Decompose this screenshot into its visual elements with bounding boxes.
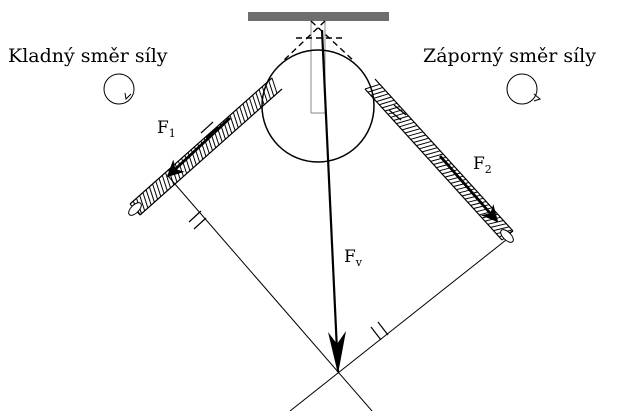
rope-hatch-line <box>255 92 262 108</box>
force-f2-arrow <box>438 155 499 223</box>
rope-hatch-line <box>424 150 441 156</box>
rope-hatch-line <box>433 159 449 165</box>
positive-direction-label: Kladný směr síly <box>8 45 168 67</box>
rope-hatch-line <box>261 86 268 103</box>
rope-hatch-line <box>148 186 155 203</box>
rope-hatch-line <box>142 192 149 209</box>
rope-hatch-line <box>268 80 275 97</box>
pulley-wheel <box>261 49 375 163</box>
rope-hatch-line <box>493 226 510 232</box>
rope-hatch-line <box>239 106 246 123</box>
rope-hatch-line <box>487 220 504 225</box>
rope-hatch-line <box>396 118 412 125</box>
rope-hatch-line <box>404 128 421 134</box>
rope-hatch-line <box>419 144 435 150</box>
rope-hatch-line <box>456 185 472 191</box>
construction-dashed-lines <box>281 20 356 63</box>
parallelogram-lines <box>167 175 507 411</box>
force-fv-label: Fv <box>344 247 363 269</box>
rope-hatch-line <box>236 109 242 126</box>
rope-hatch-line <box>416 140 432 147</box>
force-f2-symbol: F <box>473 154 485 174</box>
rope-hatch-line <box>158 178 165 194</box>
rope-hatch-line <box>165 172 171 189</box>
rope-hatch-line <box>373 93 389 99</box>
rope-hatch-line <box>229 115 236 131</box>
force-fv-arrowhead <box>328 331 346 374</box>
rope-hatch-line <box>139 195 146 211</box>
rope-hatch-line <box>439 166 455 172</box>
rope-hatch-line <box>265 83 272 100</box>
rope-hatch-line <box>245 100 252 117</box>
rope-hatch-line <box>461 191 478 197</box>
rope-hatch-line <box>393 115 409 121</box>
ceiling-bar <box>248 12 389 21</box>
rope-hatch-line <box>407 131 424 137</box>
parallel-tick-marks <box>188 104 407 341</box>
rope-hatch-line <box>381 102 398 109</box>
rope-hatch-line <box>467 197 484 203</box>
rope-hatch-line <box>436 163 452 169</box>
rope-hatch-line <box>145 189 152 206</box>
rope-hatch-line <box>421 147 438 153</box>
rope-hatch-line <box>427 153 444 159</box>
rope-hatch-line <box>252 95 259 111</box>
force-fv-arrow <box>320 29 340 373</box>
rope-hatch-line <box>490 223 507 228</box>
rope-hatch-line <box>152 183 159 200</box>
force-f1-arrow <box>166 116 231 178</box>
force-f1-label: F1 <box>157 118 176 140</box>
force-f2-subscript: 2 <box>485 163 492 176</box>
rope-hatch-line <box>444 172 461 178</box>
left-rope <box>128 77 283 216</box>
rope-hatch-line <box>271 77 278 94</box>
force-fv-subscript: v <box>355 256 363 269</box>
rope-hatch-line <box>459 188 475 194</box>
rope-hatch-line <box>258 89 265 106</box>
rope-hatch-line <box>370 90 386 96</box>
rope-hatch-line <box>464 194 481 200</box>
rope-hatch-line <box>470 201 487 206</box>
rope-hatch-line <box>232 112 239 128</box>
rope-hatch-line <box>453 182 470 187</box>
rope-hatch-line <box>242 103 249 120</box>
rope-hatch-line <box>367 87 383 93</box>
rope-hatch-line <box>401 125 418 131</box>
force-f2-label: F2 <box>473 154 492 176</box>
clockwise-circle-arrow-icon <box>103 73 135 105</box>
rope-hatch-line <box>161 175 168 191</box>
rope-hatch-line <box>399 121 415 128</box>
rope-hatch-line <box>379 99 395 106</box>
force-f1-symbol: F <box>157 118 169 138</box>
force-f1-subscript: 1 <box>169 127 176 140</box>
rope-hatch-line <box>410 134 426 140</box>
right-rope <box>364 78 514 243</box>
rope-hatch-line <box>390 112 406 118</box>
rope-hatch-line <box>376 96 392 103</box>
counterclockwise-circle-arrow-icon <box>506 73 542 105</box>
rope-hatch-line <box>364 83 380 90</box>
rope-hatch-line <box>155 180 162 197</box>
rope-hatch-line <box>450 178 467 184</box>
rope-hatch-line <box>441 169 458 175</box>
negative-direction-label: Záporný směr síly <box>423 45 596 67</box>
rope-hatch-line <box>447 175 464 181</box>
rope-hatch-line <box>413 137 429 143</box>
force-fv-symbol: F <box>344 247 356 267</box>
rope-hatch-line <box>248 97 255 114</box>
